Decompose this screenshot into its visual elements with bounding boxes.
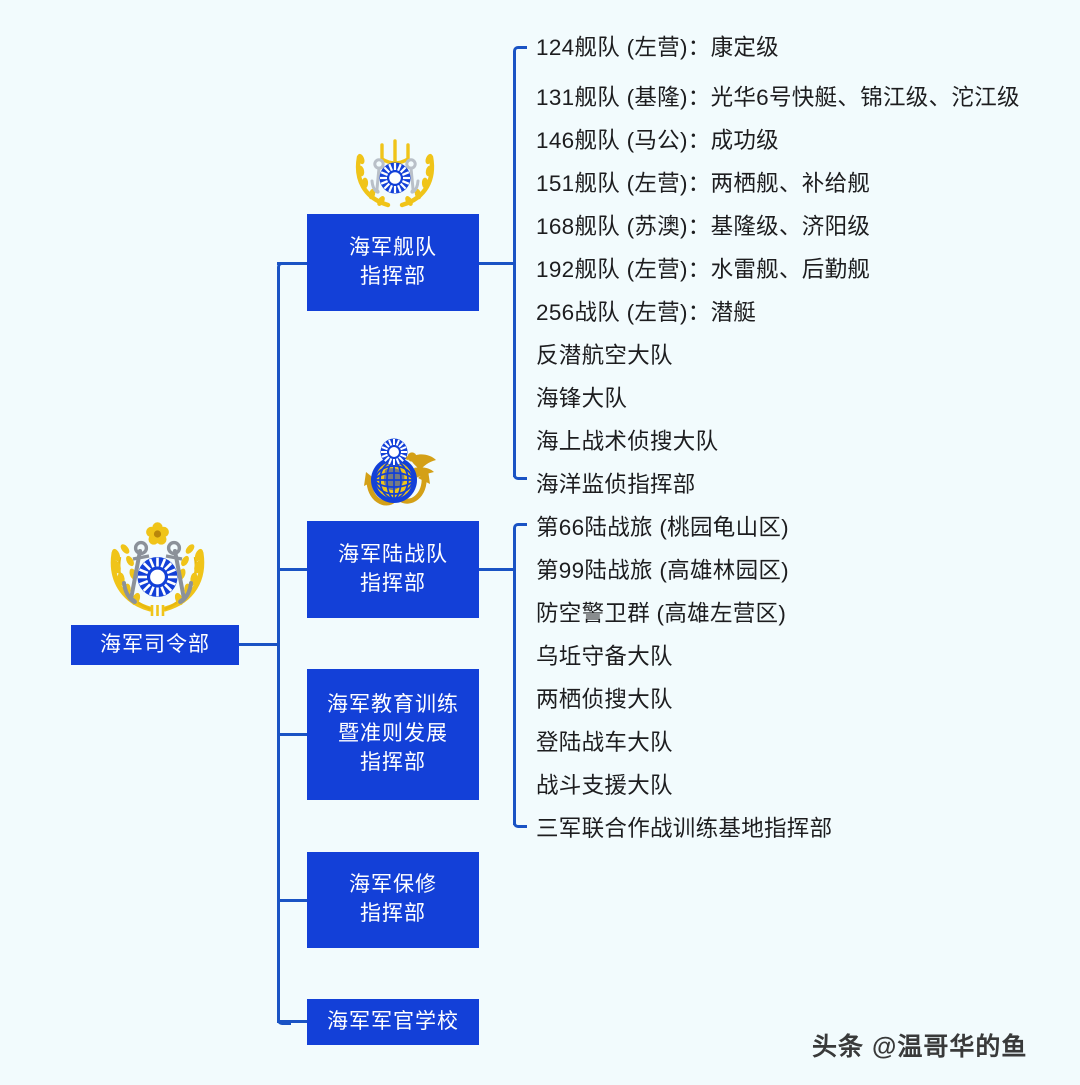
leaf-item: 168舰队 (苏澳)：基隆级、济阳级 <box>536 214 871 239</box>
connector-main-spine <box>277 268 280 1022</box>
leaf-item: 151舰队 (左营)：两栖舰、补给舰 <box>536 171 871 196</box>
leaf-item: 192舰队 (左营)：水雷舰、后勤舰 <box>536 257 871 282</box>
node-education-training-command[interactable]: 海军教育训练 暨准则发展 指挥部 <box>307 669 479 800</box>
connector-spine-to-marine <box>277 568 310 571</box>
leaf-item: 124舰队 (左营)：康定级 <box>536 35 779 60</box>
marine-corps-emblem <box>352 428 444 514</box>
connector-spine-to-training <box>277 733 310 736</box>
leaf-item: 海上战术侦搜大队 <box>536 429 719 454</box>
connector-fleet-bracket-bottom-cap <box>513 466 527 480</box>
node-label-line: 指挥部 <box>360 264 426 288</box>
connector-fleet-bracket-top-cap <box>513 46 527 60</box>
leaf-item: 登陆战车大队 <box>536 730 673 755</box>
leaf-item: 海洋监侦指挥部 <box>536 472 696 497</box>
connector-marine-to-bracket <box>479 568 516 571</box>
connector-root-stub <box>239 643 279 646</box>
node-marine-corps-command[interactable]: 海军陆战队 指挥部 <box>307 521 479 618</box>
fleet-command-emblem <box>348 133 442 213</box>
leaf-item: 乌坵守备大队 <box>536 644 673 669</box>
node-label-line: 海军保修 <box>349 873 437 897</box>
leaf-item: 防空警卫群 (高雄左营区) <box>536 601 787 626</box>
connector-fleet-bracket-spine <box>513 52 516 477</box>
node-label-line: 海军陆战队 <box>338 542 448 566</box>
node-label-line: 海军军官学校 <box>327 1009 459 1033</box>
connector-marine-bracket-bottom-cap <box>513 814 527 828</box>
node-fleet-command[interactable]: 海军舰队 指挥部 <box>307 214 479 311</box>
leaf-item: 海锋大队 <box>536 386 628 411</box>
node-label-line: 暨准则发展 <box>338 722 448 746</box>
leaf-item: 256战队 (左营)：潜艇 <box>536 300 757 325</box>
leaf-item: 战斗支援大队 <box>536 773 673 798</box>
connector-spine-bottom-cap <box>277 1011 291 1025</box>
node-navy-headquarters[interactable]: 海军司令部 <box>71 625 239 665</box>
node-naval-academy[interactable]: 海军军官学校 <box>307 999 479 1045</box>
connector-marine-bracket-top-cap <box>513 523 527 537</box>
leaf-item: 三军联合作战训练基地指挥部 <box>536 816 833 841</box>
watermark-text: 头条 @温哥华的鱼 <box>812 1033 1028 1061</box>
connector-marine-bracket-spine <box>513 529 516 825</box>
node-label-line: 海军教育训练 <box>327 693 459 717</box>
node-label-line: 海军舰队 <box>349 235 437 259</box>
node-label-line: 指挥部 <box>360 902 426 925</box>
navy-headquarters-emblem <box>100 521 215 619</box>
connector-spine-to-fleet <box>277 262 310 265</box>
node-maintenance-command[interactable]: 海军保修 指挥部 <box>307 852 479 948</box>
connector-fleet-to-bracket <box>479 262 516 265</box>
leaf-item: 146舰队 (马公)：成功级 <box>536 128 779 153</box>
leaf-item: 反潜航空大队 <box>536 343 673 368</box>
node-label-line: 海军司令部 <box>100 632 210 656</box>
leaf-item: 第99陆战旅 (高雄林园区) <box>536 558 789 583</box>
connector-spine-to-maintenance <box>277 899 310 902</box>
node-label-line: 指挥部 <box>360 571 426 595</box>
leaf-item: 两栖侦搜大队 <box>536 687 673 712</box>
node-label-line: 指挥部 <box>360 750 426 774</box>
connector-spine-to-academy <box>277 1020 310 1023</box>
leaf-item: 131舰队 (基隆)：光华6号快艇、锦江级、沱江级 <box>536 85 1020 110</box>
leaf-item: 第66陆战旅 (桃园龟山区) <box>536 515 789 540</box>
